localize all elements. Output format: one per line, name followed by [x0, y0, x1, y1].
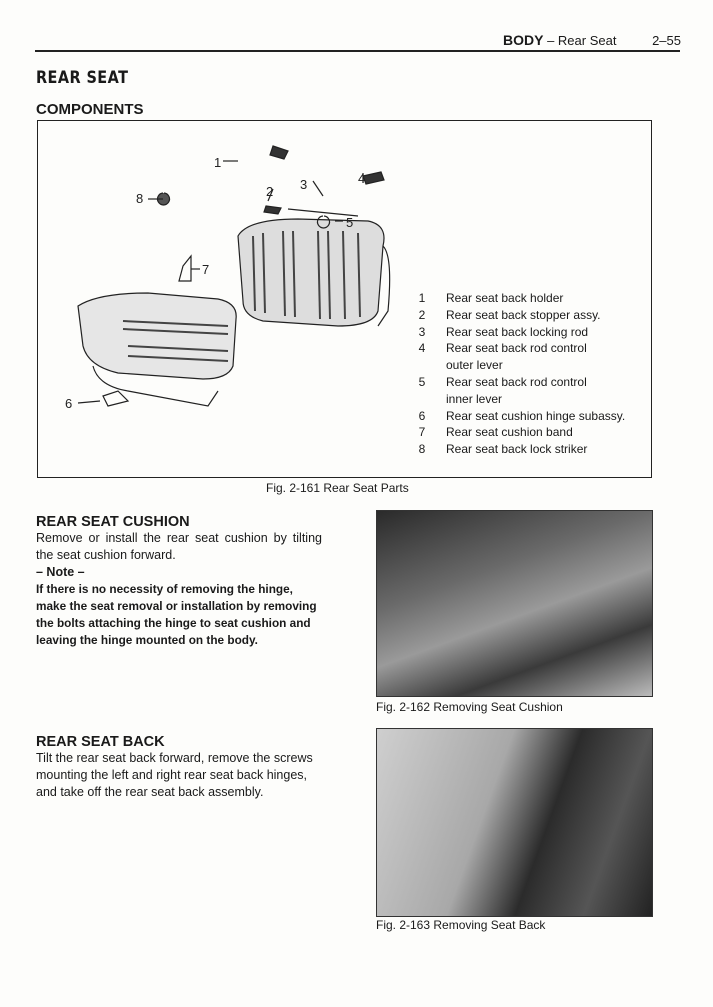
legend-label: Rear seat cushion hinge subassy. [446, 408, 626, 423]
cushion-text: Remove or install the rear seat cushion … [36, 531, 322, 562]
legend-number: 7 [418, 425, 426, 440]
legend-number: 5 [418, 374, 426, 389]
legend-label: inner lever [446, 391, 503, 406]
legend-item: inner lever [410, 391, 625, 408]
removing-seat-cushion-photo [376, 510, 653, 697]
legend-label: Rear seat back rod control [446, 341, 587, 356]
page-number: 2–55 [652, 33, 681, 48]
legend-number [410, 391, 434, 408]
legend-number: 1 [418, 291, 426, 305]
rear-seat-cushion-section: REAR SEAT CUSHION Remove or install the … [36, 514, 322, 649]
seat-back-text: Tilt the rear seat back forward, remove … [36, 751, 313, 799]
fig-161-caption: Fig. 2-161 Rear Seat Parts [266, 481, 409, 495]
note-text: If there is no necessity of removing the… [36, 582, 317, 647]
legend-item: 2 Rear seat back stopper assy. [410, 307, 625, 324]
page-header: BODY – Rear Seat 2–55 [503, 32, 681, 48]
rear-seat-back-section: REAR SEAT BACK Tilt the rear seat back f… [36, 734, 326, 801]
legend-item: 1 Rear seat back holder [410, 290, 625, 307]
legend-item: 6 Rear seat cushion hinge subassy. [410, 408, 626, 425]
callout-2: 2 [266, 184, 273, 199]
legend-item: outer lever [410, 357, 625, 374]
legend-number: 8 [418, 442, 426, 457]
legend-label: Rear seat back locking rod [446, 324, 589, 339]
parts-legend: 1 Rear seat back holder 2 Rear seat back st… [410, 290, 626, 458]
legend-item: 5 Rear seat back rod control [410, 374, 625, 391]
callout-8: 8 [136, 191, 143, 206]
components-heading: COMPONENTS [36, 101, 144, 118]
legend-number: 4 [418, 341, 426, 356]
legend-label: Rear seat back stopper assy. [446, 307, 601, 322]
callout-4: 4 [358, 171, 365, 186]
callout-3: 3 [300, 177, 307, 192]
legend-label: Rear seat back lock striker [446, 442, 588, 457]
header-rule [35, 50, 680, 52]
components-figure: 1 2 3 4 5 6 7 8 [37, 120, 652, 478]
fig-162-caption: Fig. 2-162 Removing Seat Cushion [376, 700, 563, 714]
callout-1: 1 [214, 155, 221, 170]
legend-item: 3 Rear seat back locking rod [410, 324, 625, 341]
callout-5: 5 [346, 215, 353, 230]
legend-label: Rear seat back rod control [446, 374, 587, 389]
legend-number [410, 357, 434, 374]
legend-number: 2 [418, 307, 426, 322]
removing-seat-back-photo [376, 728, 653, 917]
fig-163-caption: Fig. 2-163 Removing Seat Back [376, 918, 546, 932]
callout-7: 7 [202, 262, 209, 277]
header-section: BODY [503, 32, 544, 48]
legend-item: 8 Rear seat back lock striker [410, 441, 625, 458]
legend-item: 7 Rear seat cushion band [410, 424, 625, 441]
note-label: – Note – [36, 565, 85, 579]
legend-number: 3 [418, 324, 426, 339]
legend-number: 6 [418, 408, 426, 423]
page-title: REAR SEAT [36, 68, 129, 88]
header-subtitle: – Rear Seat [547, 33, 617, 48]
legend-item: 4 Rear seat back rod control [410, 340, 625, 357]
cushion-heading: REAR SEAT CUSHION [36, 514, 190, 530]
legend-label: Rear seat back holder [446, 291, 564, 305]
seat-exploded-diagram: 1 2 3 4 5 6 7 8 [65, 145, 391, 411]
callout-6: 6 [65, 396, 72, 411]
legend-label: outer lever [446, 358, 503, 373]
legend-label: Rear seat cushion band [446, 425, 573, 440]
seat-back-heading: REAR SEAT BACK [36, 734, 165, 750]
